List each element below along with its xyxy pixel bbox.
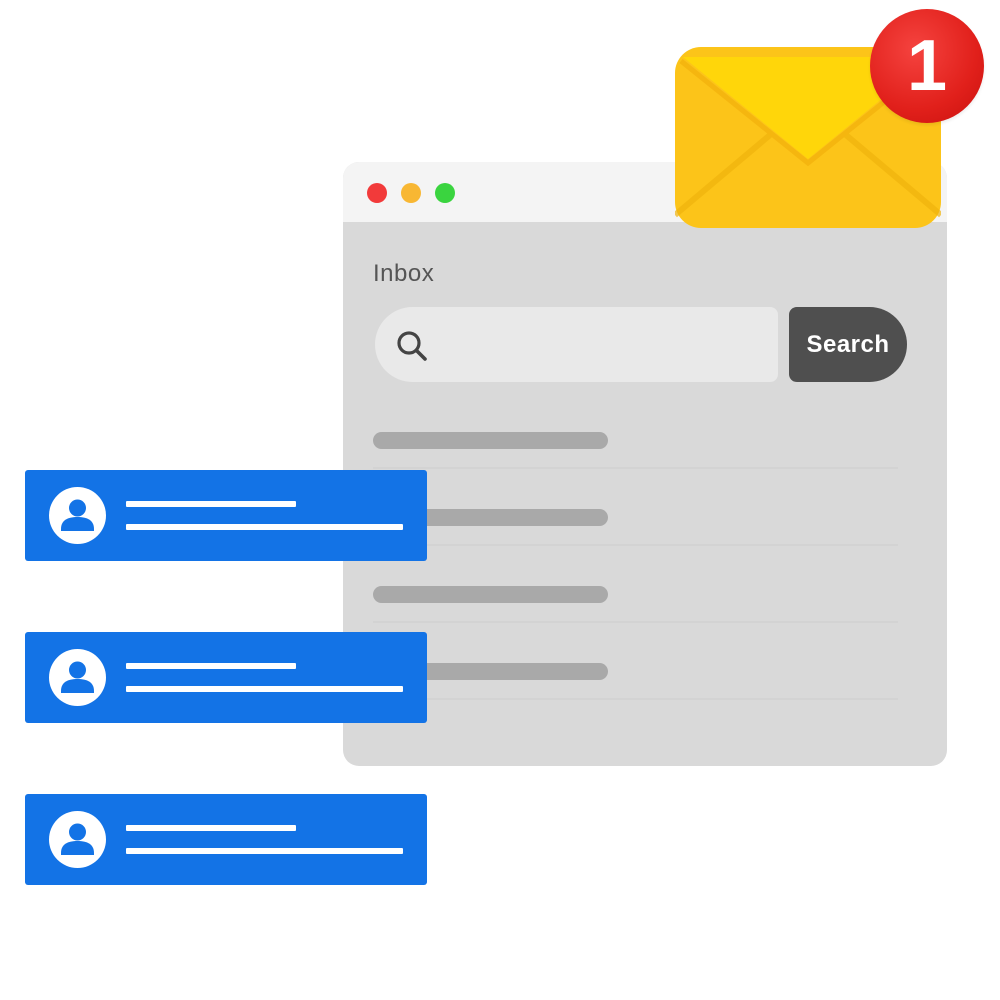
close-window-button[interactable] xyxy=(367,183,387,203)
maximize-window-button[interactable] xyxy=(435,183,455,203)
minimize-window-button[interactable] xyxy=(401,183,421,203)
contact-card[interactable] xyxy=(25,470,427,561)
mail-window: Inbox Search xyxy=(343,162,947,766)
search-button[interactable]: Search xyxy=(789,307,907,382)
contact-name-line xyxy=(126,825,296,831)
inbox-row-2[interactable] xyxy=(373,509,608,526)
contact-detail-line xyxy=(126,686,403,692)
inbox-row-1[interactable] xyxy=(373,432,608,449)
page-title: Inbox xyxy=(373,260,435,287)
user-icon xyxy=(49,811,106,868)
row-divider xyxy=(373,544,898,546)
contact-name-line xyxy=(126,501,296,507)
row-divider xyxy=(373,621,898,623)
contact-card[interactable] xyxy=(25,794,427,885)
user-icon xyxy=(49,487,106,544)
contact-card[interactable] xyxy=(25,632,427,723)
search-input[interactable] xyxy=(375,307,778,382)
contact-detail-line xyxy=(126,848,403,854)
search-icon xyxy=(395,329,429,363)
user-icon xyxy=(49,649,106,706)
row-divider xyxy=(373,698,898,700)
row-divider xyxy=(373,467,898,469)
inbox-row-3[interactable] xyxy=(373,586,608,603)
notification-badge: 1 xyxy=(870,9,984,123)
contact-detail-line xyxy=(126,524,403,530)
contact-name-line xyxy=(126,663,296,669)
inbox-row-4[interactable] xyxy=(373,663,608,680)
